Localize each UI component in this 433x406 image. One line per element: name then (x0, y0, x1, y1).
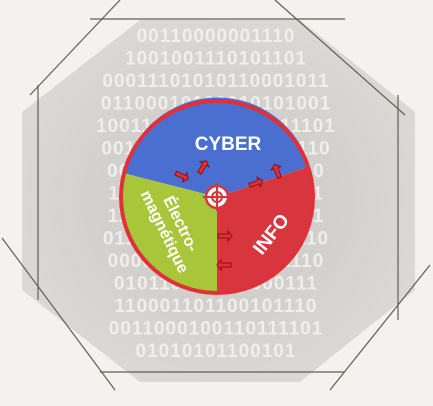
crosshair-icon (203, 183, 231, 211)
binary-row: 1001001110101101 (125, 49, 307, 70)
double-arrow-icons (174, 160, 283, 272)
label-cyber: CYBER (195, 134, 262, 155)
binary-row: 0011000100110111101 (109, 319, 324, 340)
frame-bottom-left-diagonal (1, 237, 116, 391)
sector-info (217, 166, 315, 294)
double-arrow-icon (197, 160, 210, 175)
double-arrow-icon (270, 163, 283, 179)
double-arrow-icon (217, 229, 233, 243)
frame-top-left-diagonal (29, 0, 121, 96)
sector-cyber (123, 97, 310, 197)
wheel-rim (119, 99, 315, 295)
binary-row: 00110000001110 (137, 26, 296, 47)
sector-electromagnetique (120, 173, 217, 294)
double-arrow-icon (174, 170, 189, 183)
binary-row: 01010101100101 (136, 341, 297, 362)
binary-row: 110001101100101110 (115, 296, 318, 317)
frame-bottom-right-diagonal (329, 264, 431, 391)
binary-row: 00011101010110001011 (102, 71, 329, 92)
frame-top-right-diagonal (274, 0, 406, 116)
frame-lines (1, 0, 431, 391)
double-arrow-icon (248, 176, 264, 189)
double-arrow-icon (216, 258, 232, 272)
